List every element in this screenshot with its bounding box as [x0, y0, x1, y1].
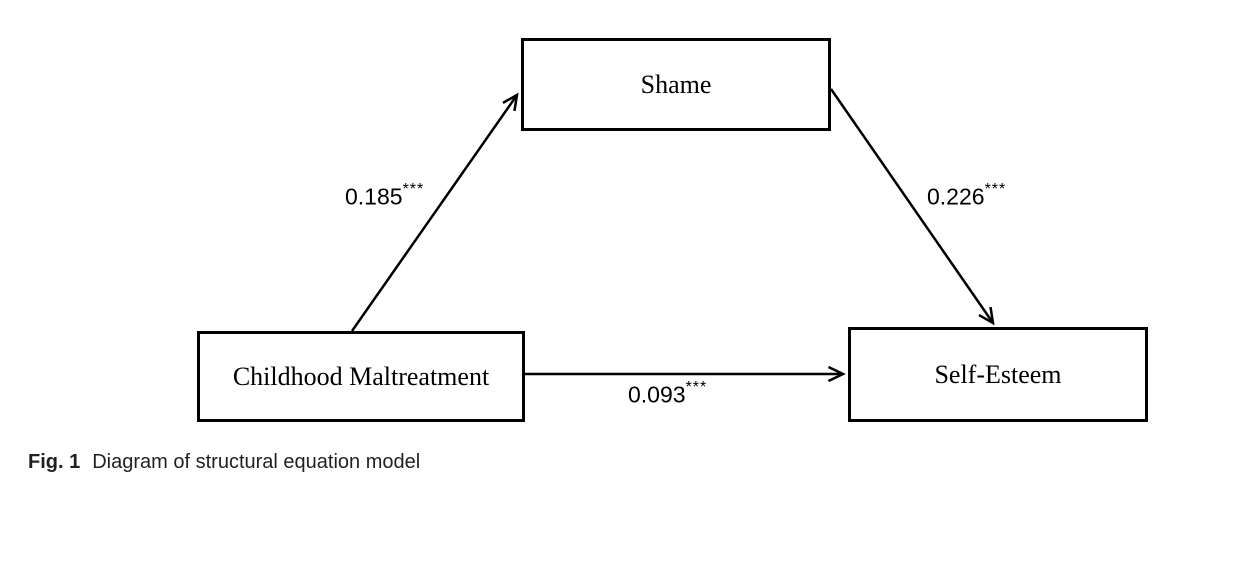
- arrow-shame-to-selfesteem: [829, 88, 993, 323]
- significance-stars: ***: [984, 181, 1007, 198]
- node-shame-label: Shame: [640, 69, 712, 99]
- coefficient-cm-to-shame: 0.185***: [345, 181, 425, 211]
- node-childhood-maltreatment: Childhood Maltreatment: [197, 331, 525, 422]
- coefficient-shame-to-selfesteem: 0.226***: [927, 181, 1007, 211]
- coefficient-value: 0.185: [345, 183, 403, 210]
- significance-stars: ***: [685, 379, 708, 396]
- significance-stars: ***: [402, 181, 425, 198]
- node-self-esteem-label: Self-Esteem: [934, 359, 1062, 389]
- node-childhood-maltreatment-label: Childhood Maltreatment: [232, 361, 490, 391]
- node-self-esteem: Self-Esteem: [848, 327, 1148, 422]
- coefficient-value: 0.093: [628, 381, 686, 408]
- node-shame: Shame: [521, 38, 831, 131]
- figure-caption: Fig. 1 Diagram of structural equation mod…: [28, 451, 420, 474]
- coefficient-value: 0.226: [927, 183, 985, 210]
- figure-caption-number: Fig. 1: [28, 451, 81, 473]
- arrow-cm-to-shame: [350, 95, 517, 332]
- coefficient-cm-to-selfesteem: 0.093***: [628, 379, 708, 409]
- figure-caption-text: Diagram of structural equation model: [92, 451, 421, 473]
